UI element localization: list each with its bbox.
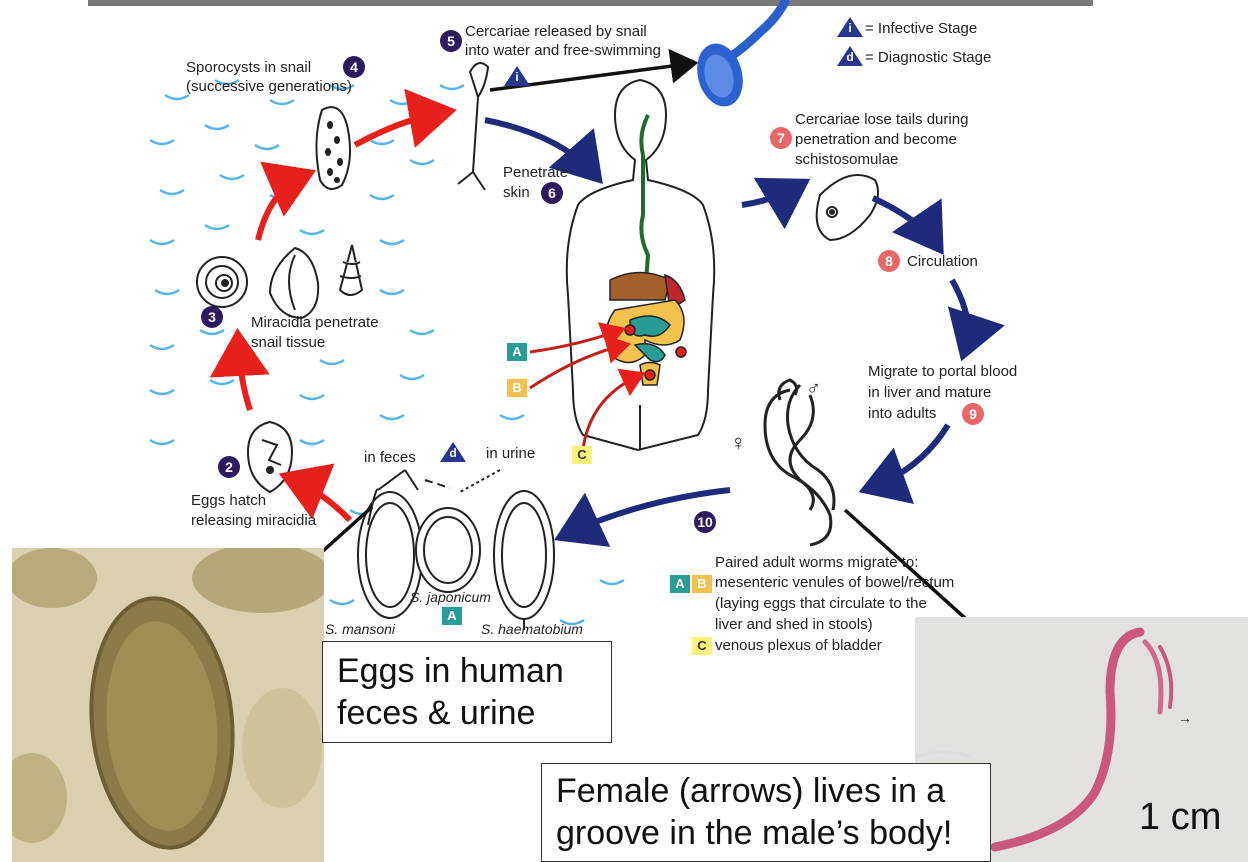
step10-site-a-marker: A [670,575,690,593]
step2-label-line1: Eggs hatch [191,491,266,510]
dark-cycle-arrows [485,120,968,535]
step10-site-b-marker: B [692,575,712,593]
step8-label: Circulation [907,252,978,271]
step3-number: 3 [201,306,223,328]
diagnostic-symbol: d [837,50,863,64]
female-callout-box: Female (arrows) lives in a groove in the… [541,763,991,862]
snail-shells [197,245,362,318]
scale-label: 1 cm [1139,795,1221,839]
adult-worm-pair-drawing [765,380,834,545]
step4-label-line2: (successive generations) [186,77,352,96]
egg-micrograph-image [12,548,324,862]
female-callout-line1: Female (arrows) lives in a [556,770,945,812]
site-c-marker: C [572,446,592,464]
eggs-callout-line1: Eggs in human [337,650,564,692]
step5-label-line2: into water and free-swimming [465,41,661,60]
cercaria-photo [695,0,805,112]
step10-number: 10 [694,511,716,533]
step7-label-line3: schistosomulae [795,150,898,169]
site-a-marker: A [507,343,527,361]
infective-symbol: i [837,21,863,35]
s-japonicum-label: S. japonicum [410,588,491,607]
male-symbol: ♂ [806,380,821,399]
miracidium-drawing [248,422,292,492]
japonicum-site-marker: A [442,607,462,625]
egg-connector-lines [378,470,500,492]
cercaria-drawing [458,63,488,190]
step6-label-line1: Penetrate [503,163,568,182]
site-b-marker: B [507,379,527,397]
schistosomulum-drawing [817,175,878,240]
top-bar [88,0,1093,6]
female-callout-line2: groove in the male’s body! [556,812,952,854]
infective-marker-symbol: i [504,70,530,84]
eggs-callout-box: Eggs in human feces & urine [322,641,612,743]
step3-label-line1: Miracidia penetrate [251,313,379,332]
female-symbol: ♀ [730,433,747,452]
step5-number: 5 [440,30,462,52]
step2-number: 2 [218,456,240,478]
step3-label-line2: snail tissue [251,333,325,352]
s-haematobium-label: S. haematobium [481,620,583,639]
female-arrow-indicator: → [1178,709,1192,728]
infective-stage-label: = Infective Stage [865,19,977,38]
eggs-callout-line2: feces & urine [337,692,535,734]
egg-micrograph-photo [12,548,324,862]
in-urine-label: in urine [486,444,535,463]
step2-label-line2: releasing miracidia [191,511,316,530]
in-feces-label: in feces [364,448,416,467]
step9-label-line2: in liver and mature [868,383,991,402]
step8-number: 8 [878,250,900,272]
diagnostic-stage-label: = Diagnostic Stage [865,48,991,67]
step4-label-line1: Sporocysts in snail [186,58,311,77]
sporocyst-drawing [316,107,350,189]
step6-number: 6 [541,182,563,204]
step9-number: 9 [962,403,984,425]
step10-label-line1: Paired adult worms migrate to: [715,553,918,572]
step10-label-line3: (laying eggs that circulate to the [715,594,927,613]
step6-label-line2: skin [503,183,530,202]
step9-label-line1: Migrate to portal blood [868,362,1017,381]
step10-label-line5: venous plexus of bladder [715,636,882,655]
step10-label-line4: liver and shed in stools) [715,615,873,634]
step4-number: 4 [343,56,365,78]
step10-site-c-marker: C [692,637,712,655]
step10-label-line2: mesenteric venules of bowel/rectum [715,573,954,592]
s-mansoni-label: S. mansoni [325,620,395,639]
step7-label-line1: Cercariae lose tails during [795,110,968,129]
step7-label-line2: penetration and become [795,130,957,149]
step5-label-line1: Cercariae released by snail [465,22,647,41]
diagnostic-marker-symbol: d [440,446,466,460]
cercaria-photo-image [695,0,805,112]
step9-label-line3: into adults [868,404,936,423]
step7-number: 7 [770,127,792,149]
